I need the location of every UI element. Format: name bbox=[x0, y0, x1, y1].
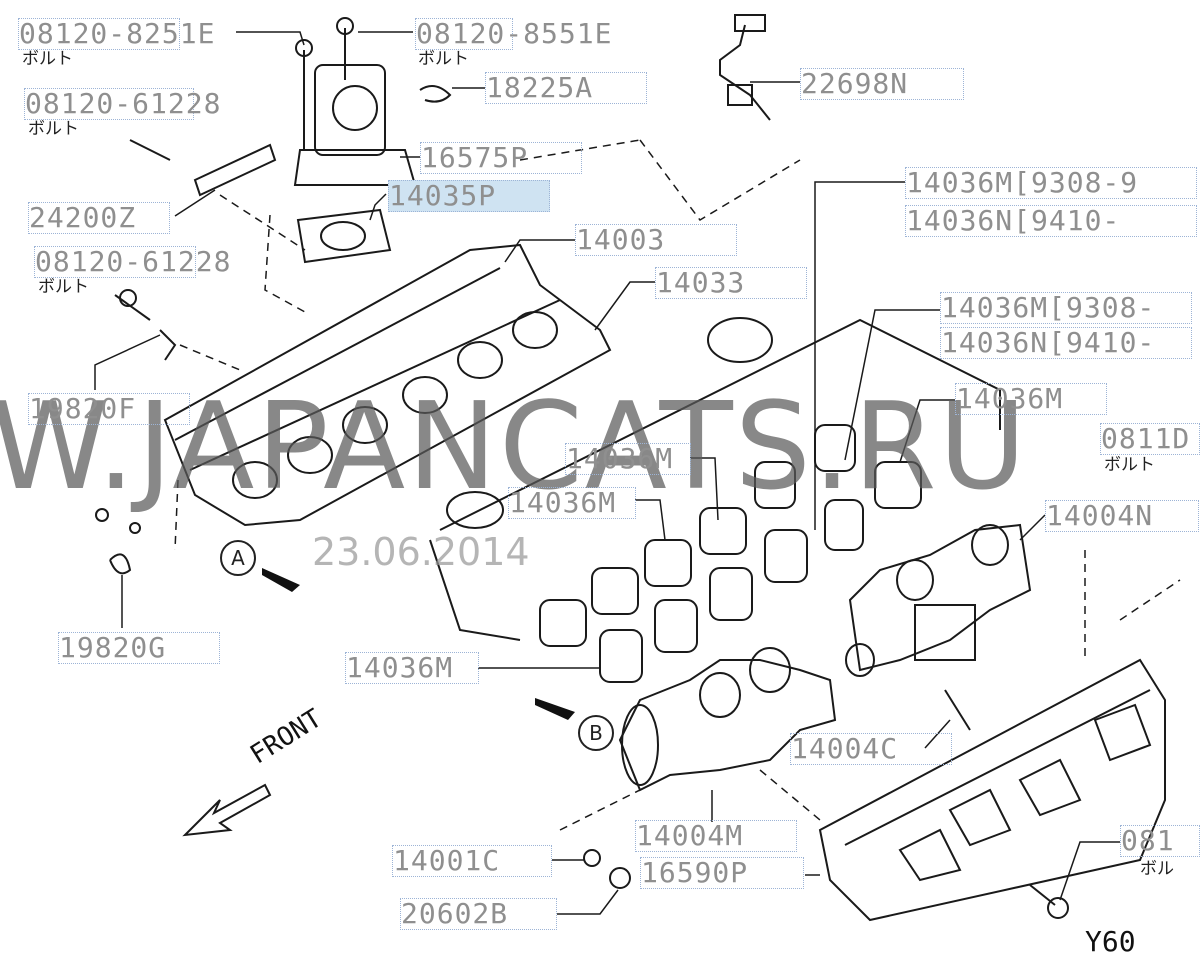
gasket-row-upper bbox=[539, 424, 922, 647]
diagram-code: Y60 bbox=[1085, 925, 1136, 958]
part-label-p6[interactable]: 16575P bbox=[420, 142, 582, 174]
part-label-p25[interactable]: 14004M bbox=[635, 820, 797, 852]
part-label-p26[interactable]: 14001C bbox=[392, 845, 552, 877]
part-sublabel-p28: ボル bbox=[1140, 859, 1174, 879]
part-sublabel-p12: ボルト bbox=[38, 277, 89, 297]
part-sublabel-p3: ボルト bbox=[28, 119, 79, 139]
part-label-p20[interactable]: 14036M bbox=[508, 487, 636, 519]
part-label-p15[interactable]: 14036N[9410- bbox=[940, 327, 1192, 359]
part-label-p5[interactable]: 22698N bbox=[800, 68, 964, 100]
part-label-p3[interactable]: 08120-61228 bbox=[24, 87, 222, 120]
marker-b: B bbox=[578, 715, 614, 751]
part-label-p13[interactable]: 14033 bbox=[655, 267, 807, 299]
part-label-p28[interactable]: 081 bbox=[1120, 825, 1200, 857]
part-label-p4[interactable]: 18225A bbox=[485, 72, 647, 104]
part-sublabel-p18: ボルト bbox=[1104, 455, 1155, 475]
part-label-p27[interactable]: 16590P bbox=[640, 857, 804, 889]
gasket-row-lower bbox=[599, 499, 864, 683]
intake-manifold-shape bbox=[163, 243, 612, 527]
watermark: W.JAPANCATS.RU bbox=[0, 378, 1029, 517]
part-label-p19[interactable]: 14036M bbox=[565, 443, 691, 475]
part-label-p8[interactable]: 24200Z bbox=[28, 202, 170, 234]
part-sublabel-p1: ボルト bbox=[22, 49, 73, 69]
part-label-p12[interactable]: 08120-61228 bbox=[34, 245, 232, 278]
part-label-p11[interactable]: 14003 bbox=[575, 224, 737, 256]
part-label-p29[interactable]: 20602B bbox=[400, 898, 557, 930]
part-label-p22[interactable]: 19820G bbox=[58, 632, 220, 664]
part-label-p23[interactable]: 14036M bbox=[345, 652, 479, 684]
part-label-p18[interactable]: 0811D bbox=[1100, 423, 1200, 455]
exhaust-manifold-front bbox=[618, 659, 837, 792]
part-sublabel-p2: ボルト bbox=[418, 49, 469, 69]
part-label-p7[interactable]: 14035P bbox=[388, 180, 550, 212]
part-label-p16[interactable]: 19820F bbox=[28, 393, 190, 425]
exhaust-manifold-rear bbox=[848, 523, 1032, 672]
heat-shield bbox=[818, 658, 1166, 922]
date-stamp: 23.06.2014 bbox=[312, 530, 530, 574]
part-label-p17[interactable]: 14036M bbox=[955, 383, 1107, 415]
marker-a: A bbox=[220, 540, 256, 576]
part-label-p21[interactable]: 14004N bbox=[1045, 500, 1199, 532]
part-label-p14[interactable]: 14036M[9308- bbox=[940, 292, 1192, 324]
part-label-p2[interactable]: 08120-8551E bbox=[415, 17, 613, 50]
part-label-p1[interactable]: 08120-8251E bbox=[18, 17, 216, 50]
part-label-p10[interactable]: 14036N[9410- bbox=[905, 205, 1197, 237]
part-label-p24[interactable]: 14004C bbox=[790, 733, 952, 765]
part-label-p9[interactable]: 14036M[9308-9 bbox=[905, 167, 1197, 199]
